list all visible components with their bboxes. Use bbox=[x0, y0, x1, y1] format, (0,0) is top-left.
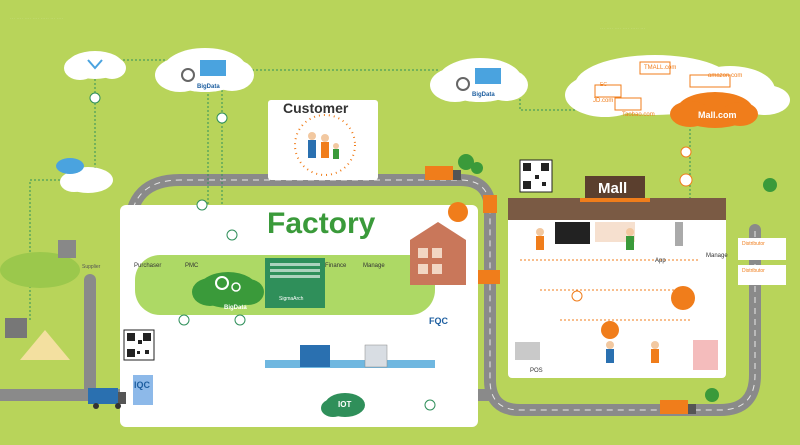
station-iot: IOT bbox=[338, 400, 352, 409]
customer-title: Customer bbox=[283, 100, 349, 116]
mall-pos-label: POS bbox=[530, 368, 543, 374]
role-finance: Finance bbox=[325, 263, 347, 269]
bigdata-left-label: BigData bbox=[197, 84, 220, 90]
delivery-truck-icon bbox=[660, 400, 696, 414]
cloud-small-icon bbox=[64, 51, 126, 80]
distributor-card bbox=[738, 238, 786, 260]
svg-text:··· ···· ···· ···· ····· ···: ··· ···· ···· ···· ····· ··· bbox=[600, 26, 646, 32]
mall-shoppers-icon bbox=[536, 228, 659, 363]
mall-ecommerce-bubble-icon bbox=[601, 321, 619, 339]
role-manage: Manage bbox=[363, 263, 385, 269]
site-tmall: TMALL.com bbox=[644, 65, 677, 71]
ec-label: EC bbox=[600, 82, 607, 88]
bigdata-right-label: BigData bbox=[472, 92, 495, 98]
mall-sign bbox=[585, 176, 645, 202]
distributor-card bbox=[738, 265, 786, 285]
mall-title: Mall bbox=[598, 180, 628, 197]
site-mall-com: Mall.com bbox=[698, 110, 737, 120]
mall-qr-code bbox=[519, 159, 553, 193]
distributor-label-1: Distributor bbox=[742, 241, 765, 247]
ec-node-icon bbox=[571, 146, 693, 302]
pos-terminal-icon bbox=[515, 342, 540, 360]
truck-icon bbox=[88, 388, 118, 404]
machine-icon bbox=[300, 345, 330, 367]
mall-data-lines bbox=[520, 259, 700, 321]
mall-manage-label: Manage bbox=[706, 253, 728, 259]
station-iqc: IQC bbox=[134, 380, 151, 390]
station-fqc: FQC bbox=[429, 316, 448, 326]
supplier-label: Supplier bbox=[82, 264, 101, 270]
iot-cloud-icon bbox=[321, 393, 365, 417]
supplier-cloud-icon bbox=[60, 167, 113, 193]
mall-screen-icon bbox=[555, 222, 590, 244]
warehouse-building-icon bbox=[410, 222, 466, 285]
site-jd: JD.com bbox=[593, 98, 614, 104]
role-purchaser: Purchaser bbox=[134, 263, 162, 269]
svg-text:··· ···· ···· ···· ····· ··· ·: ··· ···· ···· ···· ····· ··· ···· bbox=[10, 16, 64, 22]
factory-bigdata-label: BigData bbox=[224, 305, 247, 311]
factory-title: Factory bbox=[267, 207, 376, 240]
site-taobao: Taobao.com bbox=[622, 112, 655, 118]
factory-bigdata-cloud-icon bbox=[192, 272, 264, 308]
site-amazon: amazon.com bbox=[708, 73, 743, 79]
tree-icon bbox=[458, 154, 777, 402]
delivery-truck-icon bbox=[483, 195, 497, 213]
mall-com-cloud-icon bbox=[670, 92, 758, 128]
alert-bubble-icon bbox=[448, 202, 468, 222]
mall-app-bubble-icon bbox=[671, 286, 695, 310]
sigmaarch-server-icon bbox=[265, 258, 325, 308]
delivery-truck-icon bbox=[478, 270, 500, 284]
conveyor-belt-icon bbox=[265, 360, 435, 368]
factory-qr-code bbox=[123, 329, 155, 361]
customer-people-icon bbox=[308, 132, 339, 159]
distributor-label-2: Distributor bbox=[742, 268, 765, 274]
storefront-icon bbox=[594, 61, 731, 111]
delivery-truck-icon bbox=[425, 166, 461, 180]
role-pmc: PMC bbox=[185, 263, 199, 269]
connection-node-icon bbox=[89, 92, 436, 411]
supplier-area bbox=[0, 240, 80, 360]
sigmaarch-label: SigmaArch bbox=[279, 296, 304, 302]
mall-app-label: App bbox=[655, 258, 666, 264]
